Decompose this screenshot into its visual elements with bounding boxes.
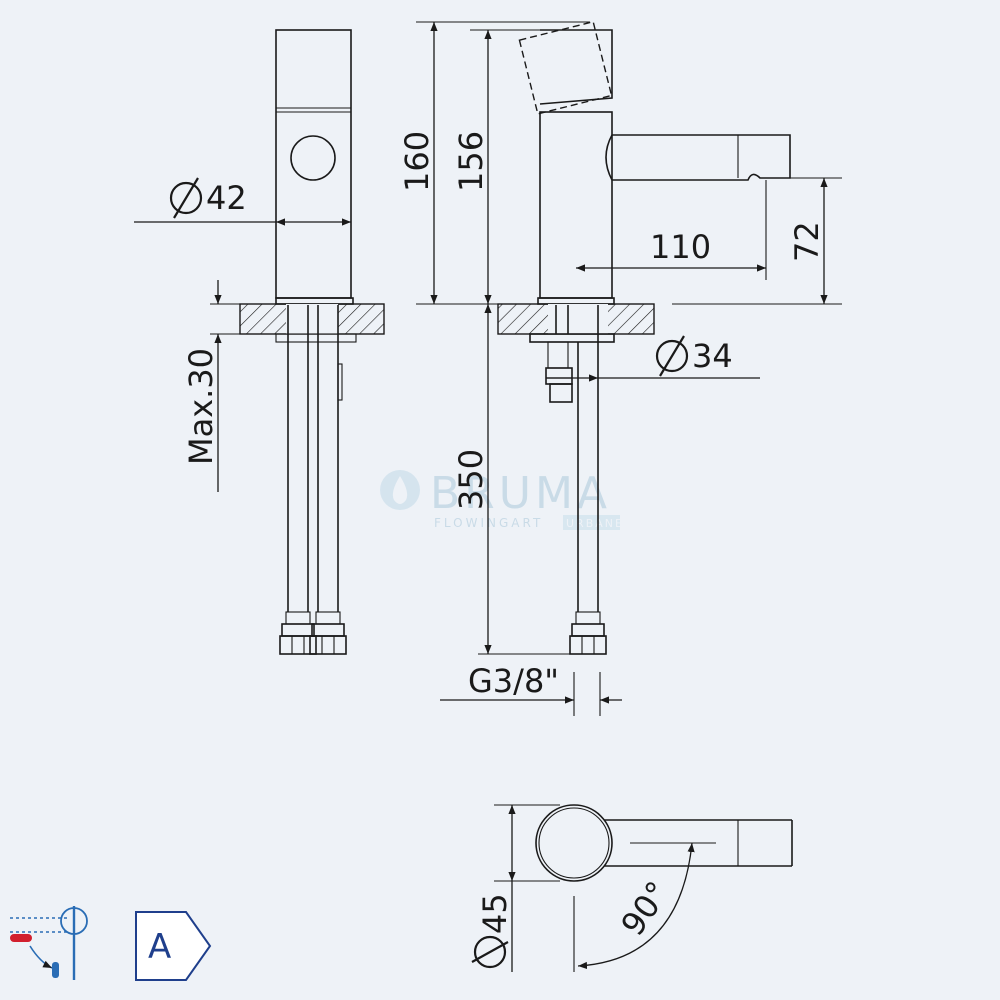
hose-connector-left xyxy=(279,611,317,655)
energy-class-label: A xyxy=(148,927,171,967)
svg-text:34: 34 xyxy=(692,337,733,375)
drop-icon xyxy=(380,470,420,510)
svg-text:45: 45 xyxy=(476,893,514,934)
front-view: 160 156 350 110 72 34 G3/8" xyxy=(398,20,842,716)
dimension-diameter-34: 34 xyxy=(655,335,733,377)
lever-temperature-icon xyxy=(10,906,88,980)
dimension-diameter-45: 45 xyxy=(471,893,514,969)
faucet-body-front xyxy=(539,111,613,299)
top-view: 45 90° xyxy=(471,804,793,972)
brand-watermark: BRUMA FLOWINGART URBANE xyxy=(380,468,624,530)
spout xyxy=(612,134,791,181)
dimension-thread-g38: G3/8" xyxy=(468,662,559,700)
side-view: 42 Max.30 xyxy=(134,29,385,655)
dimension-max-30: Max.30 xyxy=(182,348,220,465)
lever-hub xyxy=(290,135,336,181)
dimension-reach-110: 110 xyxy=(650,228,711,266)
brand-tagline-urbane: URBANE xyxy=(566,517,624,530)
svg-text:42: 42 xyxy=(206,179,247,217)
dimension-height-156: 156 xyxy=(452,131,490,192)
dimension-diameter-42: 42 xyxy=(169,177,247,219)
lever-handle xyxy=(539,29,613,105)
dimension-hose-350: 350 xyxy=(452,449,490,510)
energy-class-badge: A xyxy=(135,911,212,981)
dimension-spout-72: 72 xyxy=(788,221,826,262)
dimension-height-160: 160 xyxy=(398,131,436,192)
lever-rotated-outline xyxy=(518,20,613,115)
dimension-angle-90: 90° xyxy=(613,874,677,942)
faucet-body-side xyxy=(275,29,352,299)
hose-connector-front xyxy=(569,611,607,655)
hose-connector-right xyxy=(309,611,347,655)
handle-top-circle xyxy=(535,804,613,882)
